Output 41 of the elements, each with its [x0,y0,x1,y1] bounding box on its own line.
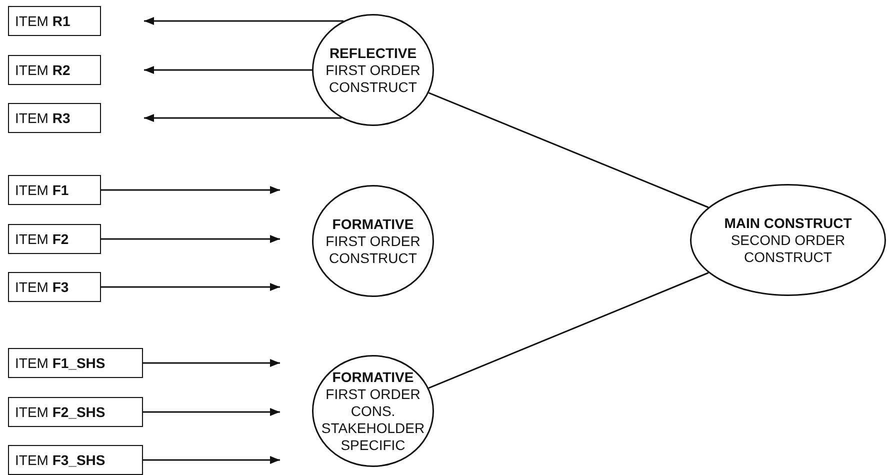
construct-ellipse [690,184,886,296]
construct-name: FORMATIVE [332,216,414,232]
connector-line [428,92,709,208]
item-box [8,175,101,205]
item-label: ITEM F1 [15,182,69,198]
arrow [143,456,280,464]
construct-ellipse [312,14,434,126]
item-label: ITEM F2 [15,231,69,247]
item-box [8,103,101,133]
item-box [8,348,143,378]
item-label: ITEM R1 [15,13,70,29]
item-box [8,397,143,427]
construct-name: MAIN CONSTRUCT [724,214,852,232]
arrow [144,114,342,122]
item-label: ITEM F3_SHS [15,452,106,468]
item-box [8,55,101,85]
arrow [101,186,280,194]
construct-name: FORMATIVE [332,368,414,386]
item-label: ITEM F3 [15,279,69,295]
connector-line [428,272,709,389]
item-label: ITEM F1_SHS [15,355,106,371]
item-box [8,272,101,302]
item-box [8,224,101,254]
arrow [143,408,280,416]
arrow [144,66,312,74]
arrow [101,235,280,243]
construct-ellipse [312,355,434,467]
construct-ellipse [312,185,434,297]
construct-description: FIRST ORDER CONSTRUCT [324,62,422,96]
item-label: ITEM F2_SHS [15,404,106,420]
item-label: ITEM R2 [15,62,70,78]
arrow [144,17,344,25]
item-box [8,6,101,36]
arrow [101,283,280,291]
construct-name: REFLECTIVE [329,44,417,62]
construct-description: FIRST ORDER CONSTRUCT [324,232,422,266]
item-label: ITEM R3 [15,110,70,126]
item-box [8,445,143,475]
construct-description: SECOND ORDER CONSTRUCT [730,232,846,266]
construct-description: FIRST ORDER CONS. STAKEHOLDER SPECIFIC [320,386,426,454]
arrow [143,359,280,367]
